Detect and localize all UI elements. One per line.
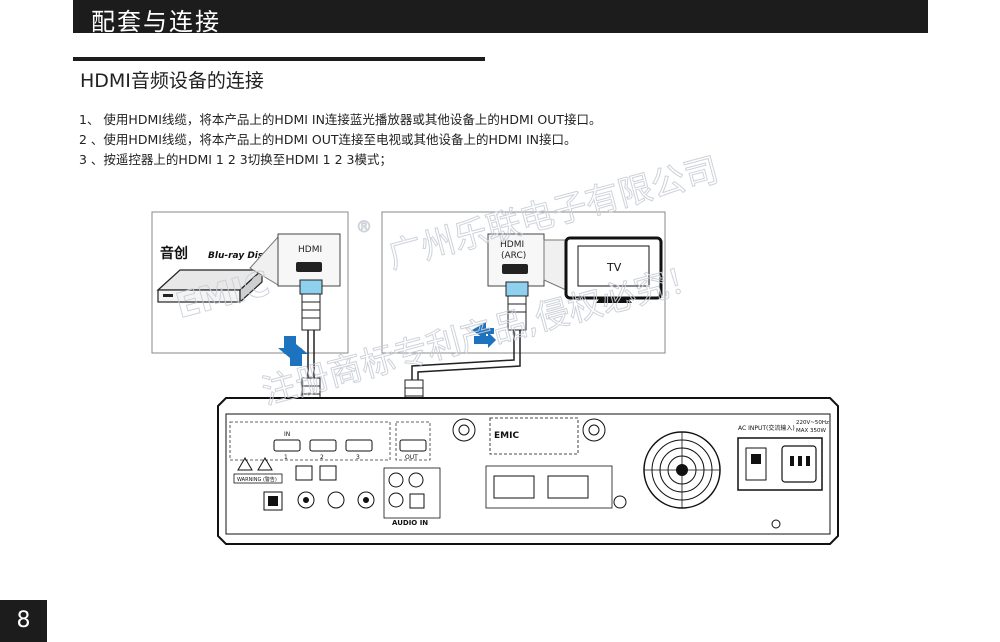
- rear-hdmi-in-label: IN: [284, 431, 290, 438]
- steps-list: 1、 使用HDMI线缆，将本产品上的HDMI IN连接蓝光播放器或其他设备上的H…: [79, 110, 602, 170]
- page-number: 8: [0, 600, 47, 642]
- tv-hdmi-zoom: [487, 233, 545, 287]
- player-hdmi-port: [296, 262, 322, 272]
- step-item: 1、 使用HDMI线缆，将本产品上的HDMI IN连接蓝光播放器或其他设备上的H…: [79, 112, 602, 127]
- bluray-logo: Blu-ray Disc: [208, 251, 269, 261]
- arrow-up-icon: [284, 344, 308, 366]
- title-rule: [73, 57, 485, 61]
- rear-warning-label: WARNING (警告): [237, 476, 277, 483]
- rear-hdmi-out-label: OUT: [405, 454, 418, 461]
- player-panel: [151, 211, 349, 354]
- arrow-right-icon: [474, 332, 496, 348]
- step-item: 2 、使用HDMI线缆，将本产品上的HDMI OUT连接至电视或其他设备上的HD…: [79, 132, 577, 147]
- tv-port-label-arc: (ARC): [501, 251, 526, 261]
- rear-brand: EMIC: [494, 431, 519, 441]
- bluray-player: [156, 268, 264, 304]
- rear-hdmi-out-port: [399, 439, 427, 452]
- registered-mark: ®: [356, 217, 372, 236]
- player-brand: 音创: [160, 245, 188, 262]
- tv-label: TV: [606, 261, 622, 274]
- cooling-fan: [643, 431, 721, 509]
- rear-hdmi-number: 1: [284, 454, 288, 461]
- arrow-left-icon: [472, 322, 494, 340]
- rear-audio-in-label: AUDIO IN: [392, 519, 428, 527]
- rear-max-power: MAX 350W: [796, 428, 827, 434]
- tv-port-label: HDMI: [500, 240, 524, 250]
- section-title: HDMI音频设备的连接: [80, 70, 264, 92]
- step-item: 3 、按遥控器上的HDMI 1 2 3切换至HDMI 1 2 3模式；: [79, 152, 392, 167]
- amplifier-rear-panel: IN 1 2 3 OUT WARNING (警告) AUDIO IN: [217, 397, 839, 545]
- rear-voltage: 220V~50Hz: [796, 420, 829, 426]
- player-port-label: HDMI: [298, 245, 322, 255]
- rear-ac-label: AC INPUT(交流输入): [738, 424, 795, 432]
- page-header-title: 配套与连接: [91, 8, 221, 36]
- tv-hdmi-port: [502, 264, 528, 274]
- rear-hdmi-number: 3: [356, 454, 360, 461]
- rear-hdmi-in-ports: IN 1 2 3: [273, 431, 373, 461]
- rear-hdmi-number: 2: [320, 454, 324, 461]
- player-hdmi-zoom: [277, 233, 341, 287]
- tv-set: TV: [564, 236, 663, 303]
- watermark: 广州乐联电子有限公司 注册商标专利产品,侵权必究！ EMIC ®: [171, 150, 723, 414]
- header-bar: 配套与连接: [73, 0, 928, 36]
- tv-panel: [381, 211, 666, 354]
